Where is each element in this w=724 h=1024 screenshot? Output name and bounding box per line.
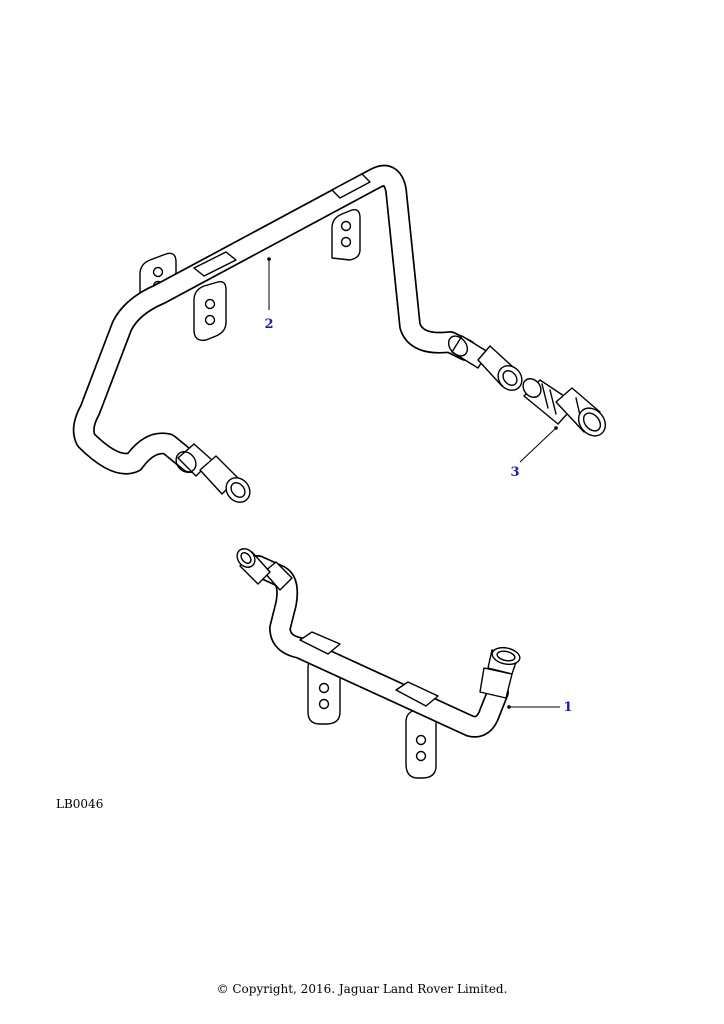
diagram-reference-code: LB0046: [56, 797, 104, 811]
heater-pipe-upper: 2: [72, 164, 523, 503]
pipe-end-left: [175, 443, 251, 503]
pipe-end-right: [447, 335, 523, 391]
bracket-rear-right: [331, 208, 361, 261]
pipe-lower-end-left: [236, 548, 293, 591]
callout-2[interactable]: 2: [264, 317, 273, 332]
heater-pipe-lower: 1: [236, 548, 573, 779]
hose-connector-adaptor: 3: [510, 378, 607, 480]
copyright-notice: © Copyright, 2016. Jaguar Land Rover Lim…: [216, 982, 508, 996]
callout-3[interactable]: 3: [510, 465, 519, 480]
pipe-lower-end-right: [479, 646, 521, 699]
bracket-front-left: [193, 280, 227, 341]
callout-1[interactable]: 1: [563, 700, 572, 715]
